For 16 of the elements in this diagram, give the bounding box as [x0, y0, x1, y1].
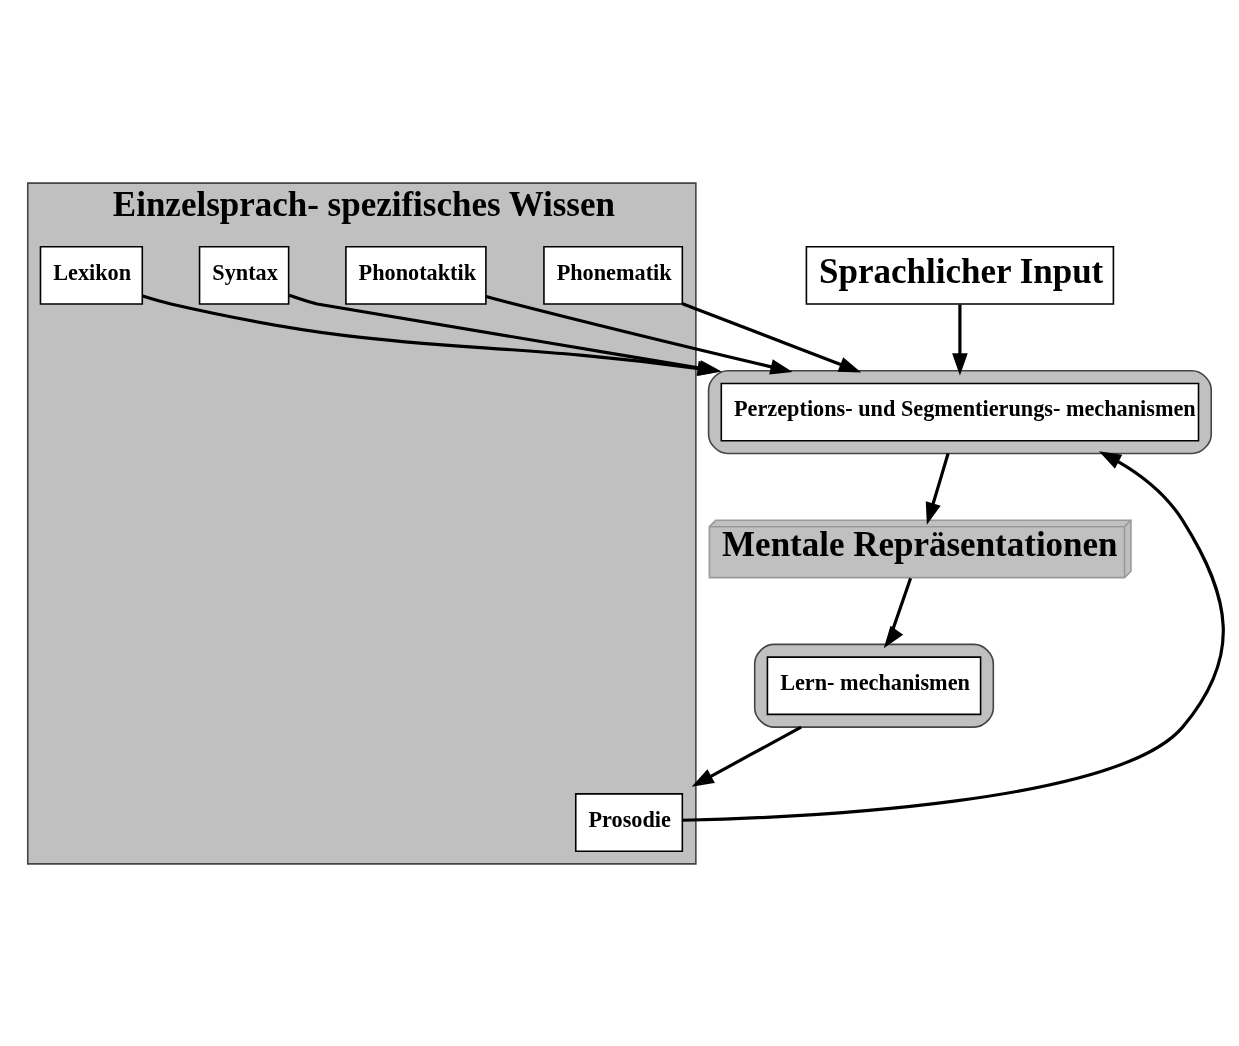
arrow — [691, 725, 802, 787]
arrow — [883, 577, 913, 648]
node-box: Phonotaktik — [345, 245, 487, 305]
cluster — [707, 369, 1213, 454]
arrow — [925, 452, 950, 525]
node-box: Syntax — [198, 245, 290, 305]
arrow — [681, 301, 862, 372]
node-box: Sprachlicher Input — [805, 245, 1115, 305]
node-box: Perzeptions- und Segmentierungs- mechanismen — [720, 382, 1200, 442]
arrow — [952, 304, 968, 376]
cluster — [753, 643, 995, 728]
node-box: Lern- mechanismen — [766, 655, 982, 715]
arrow — [682, 450, 1225, 822]
node-box: Prosodie — [574, 792, 684, 852]
node-box: Phonematik — [543, 245, 684, 305]
node-box: Lexikon — [39, 245, 144, 305]
